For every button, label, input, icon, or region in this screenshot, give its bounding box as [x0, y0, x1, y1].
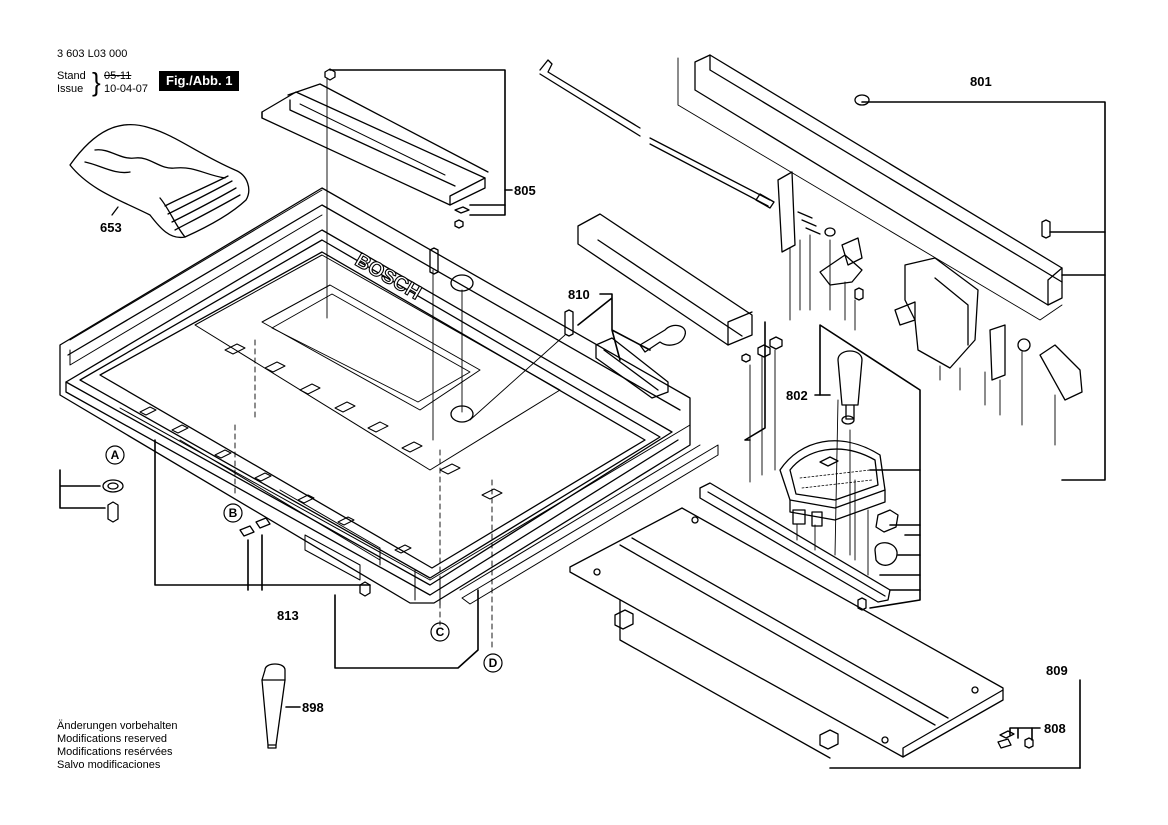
part-label-801: 801	[970, 74, 992, 89]
grease-tube-898-drawing	[261, 663, 286, 749]
cover-653-drawing	[69, 124, 250, 239]
note-de: Änderungen vorbehalten	[57, 720, 178, 732]
marker-b-circle	[223, 503, 243, 523]
note-en: Modifications reserved	[57, 733, 168, 745]
guide-rod-drawing	[539, 59, 775, 209]
part-label-813: 813	[277, 608, 299, 623]
fence-801-drawing	[677, 54, 1083, 446]
fixing-parts-drawing	[102, 479, 371, 597]
leader-653	[111, 206, 119, 216]
part-label-809: 809	[1046, 663, 1068, 678]
insert-plate-805-drawing	[261, 68, 489, 229]
part-label-898: 898	[302, 700, 324, 715]
stand-issue-dates: 05-11 10-04-07	[104, 70, 148, 96]
part-label-810: 810	[568, 287, 590, 302]
modification-notes: Änderungen vorbehalten Modifications res…	[57, 720, 177, 772]
issue-label: Issue	[57, 83, 84, 95]
drawing-number: 3 603 L03 000	[57, 48, 128, 60]
marker-a: A	[111, 448, 120, 462]
brace-icon: }	[92, 67, 101, 97]
part-label-805: 805	[514, 183, 536, 198]
stand-label: Stand	[57, 70, 86, 82]
table-top-drawing	[59, 187, 719, 606]
marker-c-circle	[430, 622, 450, 642]
part-number-labels: 653 805 801 810 802 813 898 809 808	[100, 74, 1068, 736]
part-label-802: 802	[786, 388, 808, 403]
extension-table-809-drawing	[569, 507, 1034, 759]
issue-date: 10-04-07	[104, 83, 149, 95]
marker-a-circle	[105, 445, 125, 465]
part-label-653: 653	[100, 220, 122, 235]
note-fr: Modifications resérvées	[57, 746, 173, 758]
assembly-lines	[234, 77, 566, 651]
note-es: Salvo modificaciones	[57, 759, 161, 771]
marker-b: B	[229, 506, 238, 520]
part-label-808: 808	[1044, 721, 1066, 736]
stand-issue-labels: Stand Issue	[57, 70, 86, 96]
marker-d-circle	[483, 653, 503, 673]
rip-fence-810-drawing	[429, 213, 783, 399]
marker-d: D	[489, 656, 498, 670]
reference-markers: A B C D	[105, 445, 503, 673]
leader-lines	[59, 69, 1106, 769]
mitre-gauge-802-drawing	[699, 349, 899, 611]
figure-label: Fig./Abb. 1	[159, 71, 240, 91]
stand-date: 05-11	[104, 70, 132, 82]
marker-c: C	[436, 625, 445, 639]
